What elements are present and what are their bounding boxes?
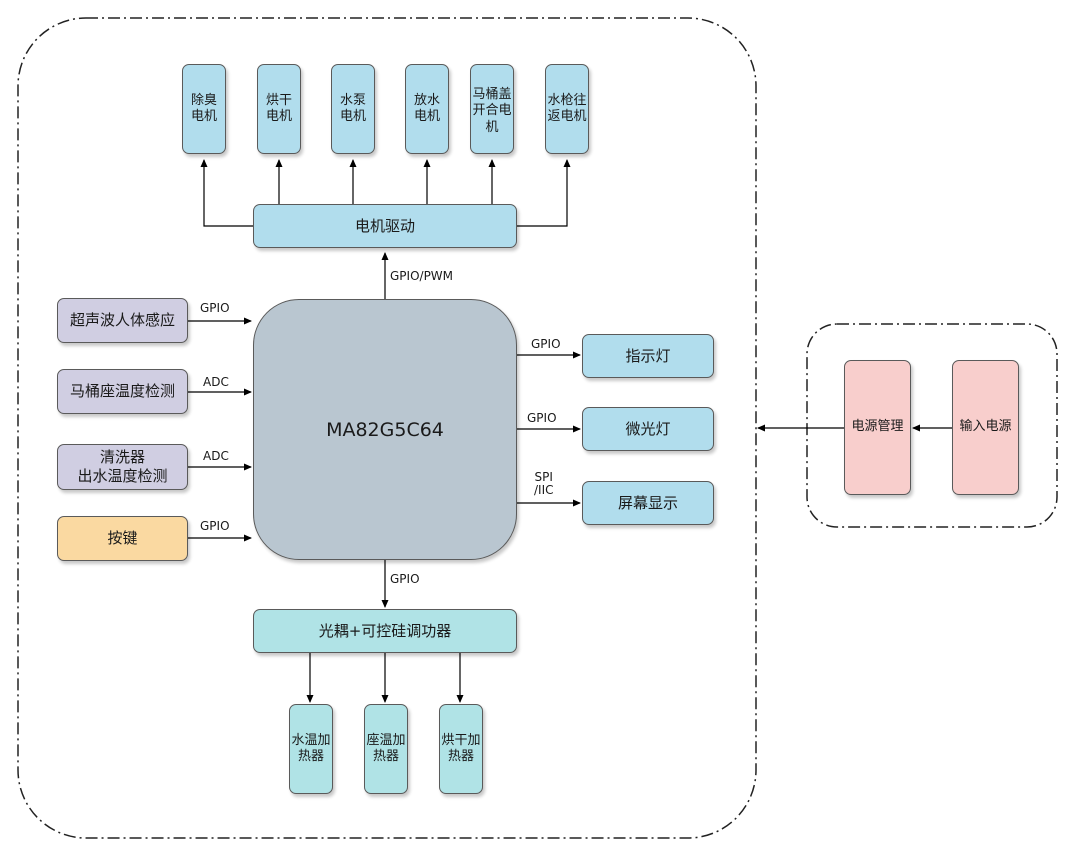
output-display: 屏幕显示	[582, 481, 714, 525]
heater-seat: 座温加 热器	[364, 704, 408, 794]
heater-water: 水温加 热器	[289, 704, 333, 794]
motor-pump: 水泵 电机	[331, 64, 375, 154]
input-seat-temp: 马桶座温度检测	[57, 369, 188, 414]
driver-to-motor-6	[517, 159, 571, 227]
motor-lid: 马桶盖 开合电 机	[470, 64, 514, 154]
triac-power-regulator: 光耦+可控硅调功器	[253, 609, 517, 653]
mcu-chip: MA82G5C64	[253, 299, 517, 560]
label-gpio-bottom: GPIO	[390, 572, 420, 586]
output-indicator-light: 指示灯	[582, 334, 714, 378]
motor-deodorize: 除臭 电机	[182, 64, 226, 154]
input-buttons: 按键	[57, 516, 188, 561]
output-1-link-label: GPIO	[531, 337, 561, 351]
power-input: 输入电源	[952, 360, 1019, 495]
motor-nozzle: 水枪往 返电机	[545, 64, 589, 154]
heater-dryer: 烘干加 热器	[439, 704, 483, 794]
label-gpio-pwm: GPIO/PWM	[390, 269, 454, 283]
power-board-boundary	[806, 323, 1058, 528]
input-4-link-label: GPIO	[200, 519, 230, 533]
motor-driver: 电机驱动	[253, 204, 517, 248]
input-ultrasonic-sensor: 超声波人体感应	[57, 298, 188, 343]
output-2-link-label: GPIO	[527, 411, 557, 425]
driver-to-motor-1	[200, 159, 253, 227]
input-3-link-label: ADC	[203, 449, 229, 463]
motor-dryer: 烘干 电机	[257, 64, 301, 154]
input-1-link-label: GPIO	[200, 301, 230, 315]
main-board-boundary	[17, 17, 757, 839]
output-3-link-label: SPI /IIC	[534, 470, 554, 497]
input-water-temp: 清洗器 出水温度检测	[57, 444, 188, 490]
input-2-link-label: ADC	[203, 375, 229, 389]
output-night-light: 微光灯	[582, 407, 714, 451]
power-management: 电源管理	[844, 360, 911, 495]
motor-drain: 放水 电机	[405, 64, 449, 154]
